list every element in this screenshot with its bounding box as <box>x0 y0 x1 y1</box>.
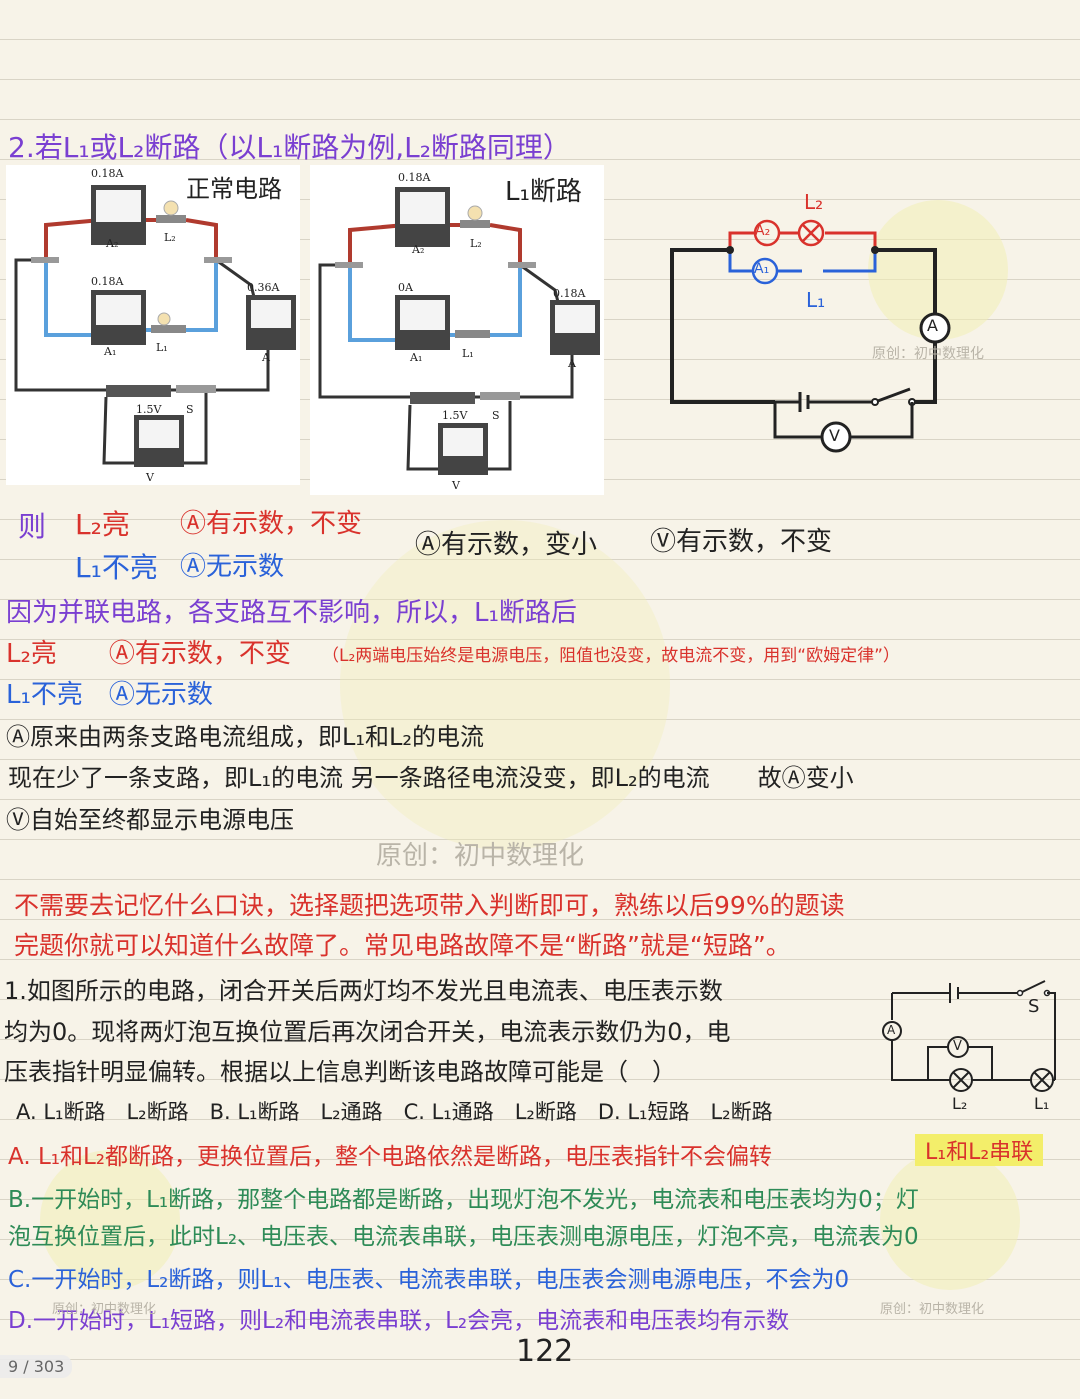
explain-line1: 因为并联电路，各支路互不影响，所以，L₁断路后 <box>6 598 577 628</box>
open-a-reading: 0.18A <box>553 287 586 300</box>
question-fig-l2: L₂ <box>952 1094 968 1113</box>
result-l2-on: L₂亮 <box>75 508 130 541</box>
normal-a1-label: A₁ <box>104 345 117 358</box>
normal-a2-label: A₂ <box>106 237 119 250</box>
result-a-small: Ⓐ有示数，变小 <box>415 530 598 560</box>
explain-line2-main: L₂亮 Ⓐ有示数，不变 <box>6 639 291 669</box>
watermark-face-bottom-left <box>40 1150 180 1290</box>
normal-a-reading: 0.36A <box>247 281 280 294</box>
normal-a2-reading: 0.18A <box>91 167 124 180</box>
answer-c: C.一开始时，L₂断路，则L₁、电压表、电流表串联，电压表会测电源电压，不会为0 <box>8 1267 850 1293</box>
normal-a-label: A <box>262 351 270 364</box>
normal-v-label: V <box>146 471 154 484</box>
question-line2: 均为0。现将两灯泡互换位置后再次闭合开关，电流表示数仍为0，电 <box>4 1018 731 1046</box>
question-fig-s: S <box>1028 996 1040 1017</box>
question-figure <box>882 980 1056 1092</box>
schematic-a2-label: A₂ <box>755 223 771 239</box>
result-a2-has: Ⓐ有示数，不变 <box>180 509 363 539</box>
open-a2-reading: 0.18A <box>398 171 431 184</box>
schematic-watermark: 原创：初中数理化 <box>872 346 984 362</box>
normal-title: 正常电路 <box>186 175 282 203</box>
question-line3: 压表指针明显偏转。根据以上信息判断该电路故障可能是（ ） <box>4 1058 676 1086</box>
answer-b-line1: B.一开始时，L₁断路，那整个电路都是断路，出现灯泡不发光，电流表和电压表均为0… <box>8 1187 919 1213</box>
normal-s-label: S <box>186 403 194 416</box>
answer-d: D.一开始时，L₁短路，则L₂和电流表串联，L₂会亮，电流表和电压表均有示数 <box>8 1308 790 1334</box>
answer-a: A. L₁和L₂都断路，更换位置后，整个电路依然是断路，电压表指针不会偏转 <box>8 1144 773 1170</box>
schematic-a-label: A <box>927 316 938 335</box>
normal-l1-label: L₁ <box>156 341 168 354</box>
open-a-label: A <box>568 357 576 370</box>
open-a1-label: A₁ <box>410 351 423 364</box>
normal-a1-reading: 0.18A <box>91 275 124 288</box>
explain-line4: Ⓐ原来由两条支路电流组成，即L₁和L₂的电流 <box>6 723 484 751</box>
explain-line6: Ⓥ自始至终都显示电源电压 <box>6 806 294 834</box>
open-v-reading: 1.5V <box>442 409 468 422</box>
photo-panel-normal: 正常电路 0.18A A₂ L₂ 0.18A A₁ L₁ 0.36A A 1.5… <box>6 165 300 485</box>
footer-watermark-right: 原创：初中数理化 <box>880 1302 985 1317</box>
watermark-face-middle <box>340 520 670 850</box>
schematic-l1-label: L₁ <box>806 288 826 312</box>
question-fig-l1: L₁ <box>1034 1094 1050 1113</box>
middle-watermark: 原创：初中数理化 <box>376 841 585 871</box>
question-line1: 1.如图所示的电路，闭合开关后两灯均不发光且电流表、电压表示数 <box>4 977 723 1005</box>
open-s-label: S <box>492 409 500 422</box>
normal-v-reading: 1.5V <box>136 403 162 416</box>
schematic-v-label: V <box>829 426 840 445</box>
open-circuit-photo <box>318 187 600 475</box>
open-a2-label: A₂ <box>412 243 425 256</box>
result-ze: 则 <box>18 510 47 543</box>
schematic-l2-label: L₂ <box>804 190 824 214</box>
result-v-same: Ⓥ有示数，不变 <box>650 527 833 557</box>
explain-line5: 现在少了一条支路，即L₁的电流 另一条路径电流没变，即L₂的电流 故Ⓐ变小 <box>8 764 854 792</box>
question-options: A. L₁断路 L₂断路 B. L₁断路 L₂通路 C. L₁通路 L₂断路 D… <box>16 1100 773 1124</box>
page-counter: 9 / 303 <box>0 1355 73 1378</box>
schematic-a1-label: A₁ <box>754 261 770 277</box>
open-l1-label: L₁ <box>462 347 474 360</box>
result-a1-none: Ⓐ无示数 <box>180 552 285 582</box>
result-l1-off: L₁不亮 <box>75 551 158 584</box>
normal-l2-label: L₂ <box>164 231 176 244</box>
tip-line2: 完题你就可以知道什么故障了。常见电路故障不是“断路”就是“短路”。 <box>14 931 791 960</box>
explain-line2-note: （L₂两端电压始终是电源电压，阻值也没变，故电流不变，用到“欧姆定律”） <box>322 646 900 666</box>
answer-a-tag: L₁和L₂串联 <box>915 1134 1044 1166</box>
watermark-face-bottom-right <box>880 1150 1020 1290</box>
answer-b-line2: 泡互换位置后，此时L₂、电压表、电流表串联，电压表测电源电压，灯泡不亮，电流表为… <box>8 1224 919 1250</box>
question-fig-v: V <box>953 1039 962 1054</box>
open-l2-label: L₂ <box>470 237 482 250</box>
normal-circuit-photo <box>14 185 296 467</box>
explain-line3: L₁不亮 Ⓐ无示数 <box>6 680 213 710</box>
parallel-schematic <box>670 219 951 453</box>
open-title: L₁断路 <box>505 177 582 207</box>
footer-watermark-left: 原创：初中数理化 <box>52 1302 157 1317</box>
photo-panel-open: L₁断路 0.18A A₂ L₂ 0A A₁ L₁ 0.18A A 1.5V S… <box>310 165 604 495</box>
tip-line1: 不需要去记忆什么口诀，选择题把选项带入判断即可，熟练以后99%的题读 <box>14 891 845 920</box>
question-fig-a: A <box>887 1023 896 1037</box>
section-heading: 2.若L₁或L₂断路（以L₁断路为例,L₂断路同理） <box>8 131 571 164</box>
open-v-label: V <box>452 479 460 492</box>
open-a1-reading: 0A <box>398 281 413 294</box>
page-number: 122 <box>516 1334 574 1369</box>
